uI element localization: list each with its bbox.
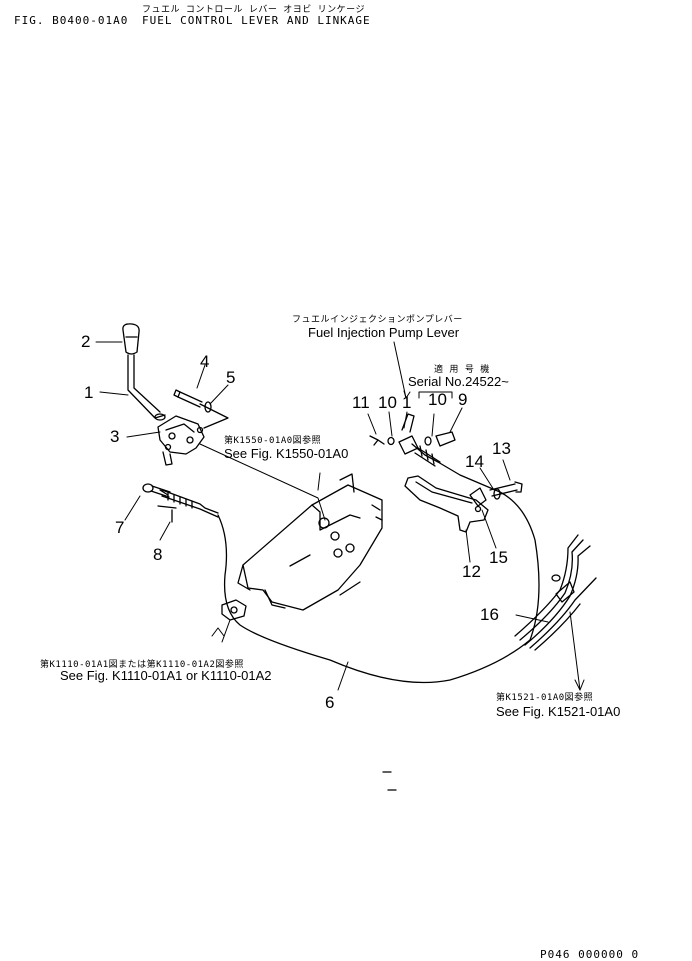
cable-clip <box>469 487 487 507</box>
ref-k1521-jp: 第K1521-01A0図参照 <box>496 693 594 703</box>
callout-6: 6 <box>325 693 335 712</box>
callout-14: 14 <box>465 452 484 471</box>
ref-k1521: See Fig. K1521-01A0 <box>496 704 621 719</box>
callout-3: 3 <box>110 427 120 446</box>
callout-1: 1 <box>84 383 94 402</box>
clamp-bracket <box>404 475 489 533</box>
callout-15: 15 <box>489 548 508 567</box>
bolt-13 <box>489 481 523 500</box>
page-code: P046 000000 0 <box>540 948 640 961</box>
leader-lines <box>95 341 585 691</box>
lever-knob <box>122 323 140 355</box>
lever-bracket <box>157 415 205 466</box>
callout-13: 13 <box>492 439 511 458</box>
control-cable <box>217 461 540 684</box>
ref-k1550-jp: 第K1550-01A0図参照 <box>224 436 322 446</box>
pump-lever-label: Fuel Injection Pump Lever <box>308 325 460 340</box>
callout-10-left: 10 <box>378 393 397 412</box>
cable-clevis <box>369 413 441 467</box>
ref-k1550: See Fig. K1550-01A0 <box>224 446 349 461</box>
serial-label-jp: 適 用 号 機 <box>434 365 490 375</box>
callout-11: 11 <box>352 393 370 412</box>
callout-7: 7 <box>115 518 125 537</box>
callout-1-pump: 1 <box>402 393 412 412</box>
figure-number: FIG. B0400-01A0 <box>14 14 129 27</box>
ref-k1110-jp: 第K1110-01A1図または第K1110-01A2図参照 <box>40 660 244 670</box>
callout-10-right: 10 <box>428 390 447 409</box>
callout-12: 12 <box>462 562 481 581</box>
callout-16: 16 <box>480 605 499 624</box>
callout-4: 4 <box>200 352 210 371</box>
serial-label: Serial No.24522~ <box>408 374 509 389</box>
wiring-harness <box>514 534 597 651</box>
callout-5: 5 <box>226 368 236 387</box>
cable-end <box>142 483 219 523</box>
callout-8: 8 <box>153 545 163 564</box>
ref-k1110: See Fig. K1110-01A1 or K1110-01A2 <box>60 668 272 683</box>
pump-lever-label-jp: フュエルインジェクションポンプレバー <box>292 315 463 325</box>
bracket-panel <box>237 473 383 611</box>
figure-title: FUEL CONTROL LEVER AND LINKAGE <box>142 14 371 27</box>
lever-rod <box>127 354 166 421</box>
pin-and-washer <box>424 431 456 447</box>
grommet <box>221 599 247 621</box>
bolt-and-washer <box>173 389 229 429</box>
title-japanese: フュエル コントロール レバー オヨビ リンケージ <box>142 5 365 15</box>
callout-9: 9 <box>458 390 468 409</box>
callout-2: 2 <box>81 332 91 351</box>
